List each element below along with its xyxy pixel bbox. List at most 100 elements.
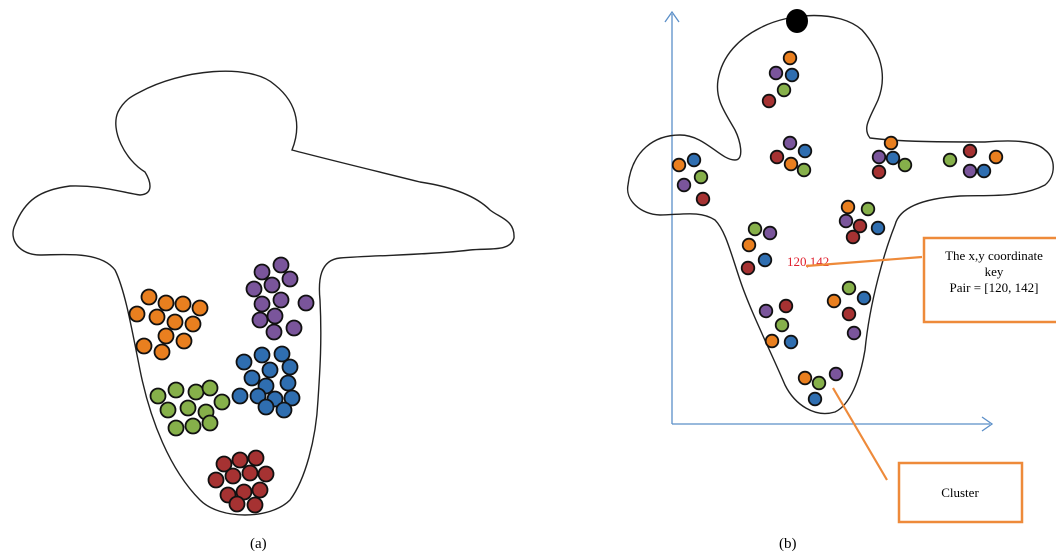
- y-axis-arrow-icon: [664, 10, 680, 23]
- purple-dot: [245, 280, 263, 298]
- blue-dot: [243, 369, 261, 387]
- purple-dot: [281, 270, 299, 288]
- green-dot: [201, 379, 219, 397]
- green-dot: [187, 383, 205, 401]
- green-dot: [184, 417, 202, 435]
- blue-dot: [757, 252, 773, 268]
- green-dot: [167, 419, 185, 437]
- orange-dot: [826, 293, 842, 309]
- blue-dot: [784, 67, 800, 83]
- red-dot: [740, 260, 756, 276]
- purple-dot: [272, 291, 290, 309]
- purple-dot: [253, 295, 271, 313]
- blue-dot: [249, 387, 267, 405]
- orange-dot: [135, 337, 153, 355]
- green-dot: [167, 381, 185, 399]
- cluster-leader-line: [832, 387, 888, 481]
- blue-dot: [279, 374, 297, 392]
- green-dot: [841, 280, 857, 296]
- green-dot: [897, 157, 913, 173]
- orange-dot: [157, 327, 175, 345]
- orange-dot: [782, 50, 798, 66]
- red-dot: [215, 455, 233, 473]
- blue-dot: [273, 345, 291, 363]
- cluster-callout-box: [897, 461, 1024, 524]
- purple-dot: [846, 325, 862, 341]
- red-dot: [247, 449, 265, 467]
- blue-dot: [870, 220, 886, 236]
- red-dot: [251, 481, 269, 499]
- purple-dot: [828, 366, 844, 382]
- green-dot: [159, 401, 177, 419]
- orange-dot: [671, 157, 687, 173]
- blue-dot: [807, 391, 823, 407]
- blue-dot: [797, 143, 813, 159]
- orange-dot: [797, 370, 813, 386]
- green-dot: [747, 221, 763, 237]
- orange-dot: [764, 333, 780, 349]
- panel-b-outline: [626, 14, 1054, 415]
- green-dot: [860, 201, 876, 217]
- red-dot: [852, 218, 868, 234]
- orange-dot: [883, 135, 899, 151]
- purple-dot: [762, 225, 778, 241]
- orange-dot: [153, 343, 171, 361]
- orange-dot: [988, 149, 1004, 165]
- blue-dot: [253, 346, 271, 364]
- blue-dot: [686, 152, 702, 168]
- orange-dot: [783, 156, 799, 172]
- red-dot: [257, 465, 275, 483]
- orange-dot: [166, 313, 184, 331]
- blue-dot: [257, 398, 275, 416]
- blue-dot: [885, 150, 901, 166]
- red-dot: [246, 496, 264, 514]
- coordinate-callout-line1: The x,y coordinate: [945, 248, 1043, 263]
- purple-dot: [838, 213, 854, 229]
- purple-dot: [266, 307, 284, 325]
- green-dot: [776, 82, 792, 98]
- green-dot: [149, 387, 167, 405]
- red-dot: [962, 143, 978, 159]
- purple-dot: [768, 65, 784, 81]
- green-dot: [774, 317, 790, 333]
- orange-dot: [174, 295, 192, 313]
- purple-dot: [272, 256, 290, 274]
- orange-dot: [741, 237, 757, 253]
- blue-dot: [281, 358, 299, 376]
- blue-dot: [231, 387, 249, 405]
- red-dot: [224, 467, 242, 485]
- orange-dot: [840, 199, 856, 215]
- green-dot: [796, 162, 812, 178]
- red-dot: [841, 306, 857, 322]
- blue-dot: [783, 334, 799, 350]
- green-dot: [213, 393, 231, 411]
- red-dot: [871, 164, 887, 180]
- top-marker-dot: [786, 9, 808, 33]
- red-dot: [769, 149, 785, 165]
- coordinate-callout-box: [922, 236, 1056, 324]
- red-dot: [778, 298, 794, 314]
- purple-dot: [676, 177, 692, 193]
- panel-a-outline: [12, 70, 515, 516]
- orange-dot: [157, 294, 175, 312]
- red-dot: [761, 93, 777, 109]
- x-axis-arrow-icon: [981, 416, 994, 432]
- panel-b-dots: [671, 50, 1004, 407]
- orange-dot: [191, 299, 209, 317]
- red-dot: [228, 495, 246, 513]
- red-dot: [231, 451, 249, 469]
- coordinate-leader-line: [805, 255, 923, 268]
- green-dot: [693, 169, 709, 185]
- orange-dot: [175, 332, 193, 350]
- purple-dot: [871, 149, 887, 165]
- red-dot: [695, 191, 711, 207]
- caption-b: (b): [779, 536, 797, 552]
- purple-dot: [251, 311, 269, 329]
- blue-dot: [856, 290, 872, 306]
- purple-dot: [297, 294, 315, 312]
- purple-dot: [758, 303, 774, 319]
- blue-dot: [235, 353, 253, 371]
- orange-dot: [128, 305, 146, 323]
- green-dot: [942, 152, 958, 168]
